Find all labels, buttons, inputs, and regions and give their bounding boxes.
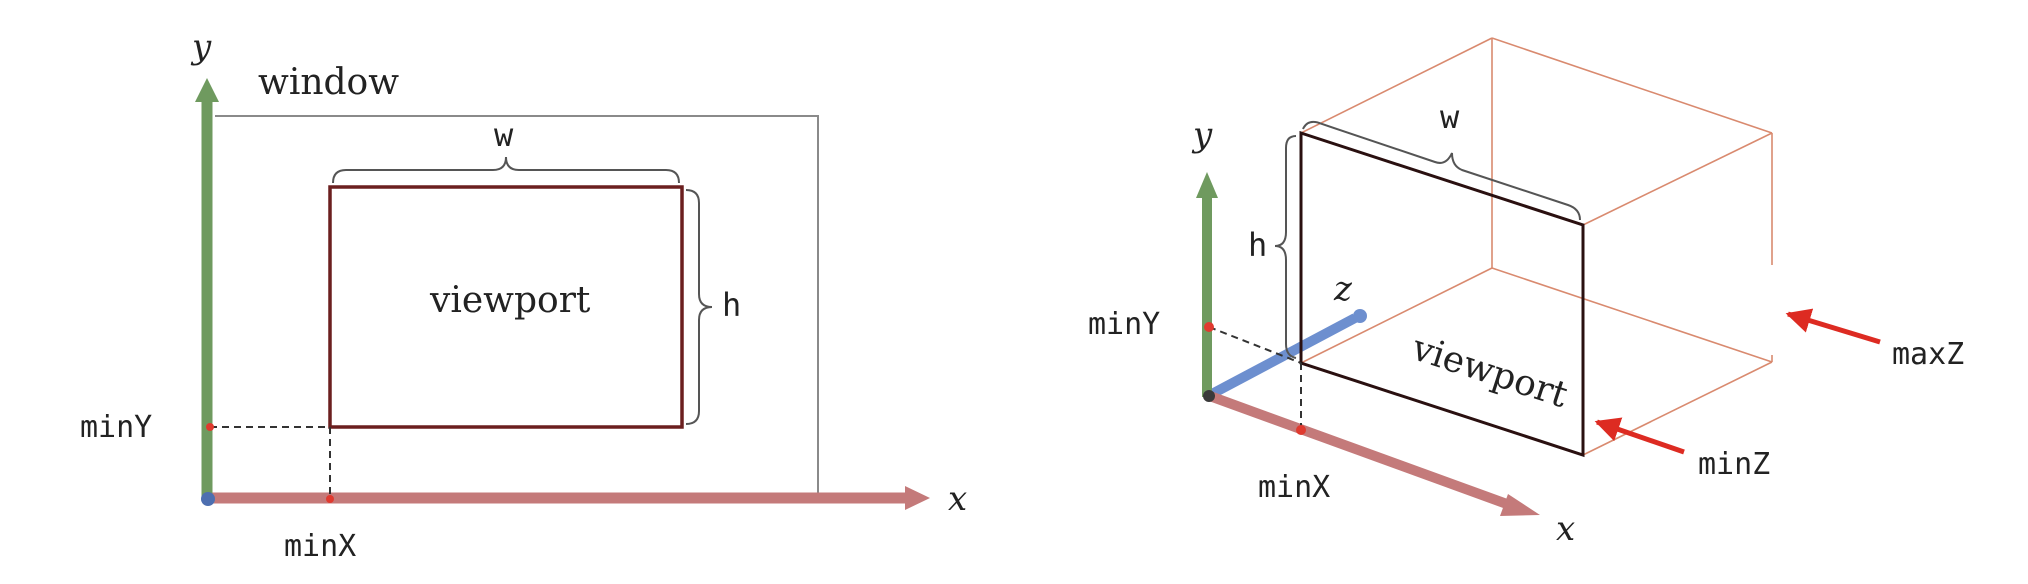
x-axis [210,486,930,510]
width-brace [332,156,680,184]
min-x-marker [326,495,334,503]
left-x-axis-label: x [948,479,967,519]
height-brace [685,189,713,425]
origin-point [201,492,215,506]
y-axis-3d [1196,172,1218,397]
viewport-rect [328,185,684,429]
right-width-label: w [1440,98,1460,136]
view-volume-edges [1300,37,1773,456]
min-z-pointer-arrow [1594,417,1685,455]
left-viewport-label: viewport [429,280,591,321]
origin-point-3d [1203,390,1215,402]
min-x-marker-3d [1296,425,1306,435]
right-min-x-label: minX [1258,470,1330,505]
right-viewport-label: viewport [1406,327,1573,416]
z-axis [1207,309,1367,400]
window-label: window [258,62,399,103]
x-axis-3d [1205,390,1540,516]
right-y-axis-label: y [1191,115,1213,155]
right-min-z-label: minZ [1698,447,1770,482]
right-height-label: h [1248,226,1267,264]
window-frame [215,115,819,496]
left-width-label: w [494,116,514,154]
right-3d-diagram: y x z w h minY minX minZ maxZ viewport [1088,37,1964,549]
min-y-guide-3d [1208,326,1302,364]
right-max-z-label: maxZ [1892,337,1964,372]
left-min-x-label: minX [284,529,356,564]
left-min-y-label: minY [80,410,152,445]
min-y-marker-3d [1204,322,1214,332]
right-z-axis-label: z [1333,269,1353,309]
left-y-axis-label: y [190,27,212,67]
left-2d-diagram: y x window viewport w h minY minX [80,27,967,564]
viewport-face [1299,130,1585,458]
width-brace-3d [1302,120,1581,221]
y-axis [195,78,219,500]
left-height-label: h [722,286,741,324]
right-min-y-label: minY [1088,307,1160,342]
right-x-axis-label: x [1556,509,1575,549]
height-brace-3d [1274,135,1297,359]
max-z-pointer-arrow [1785,308,1881,345]
min-y-marker [206,423,214,431]
